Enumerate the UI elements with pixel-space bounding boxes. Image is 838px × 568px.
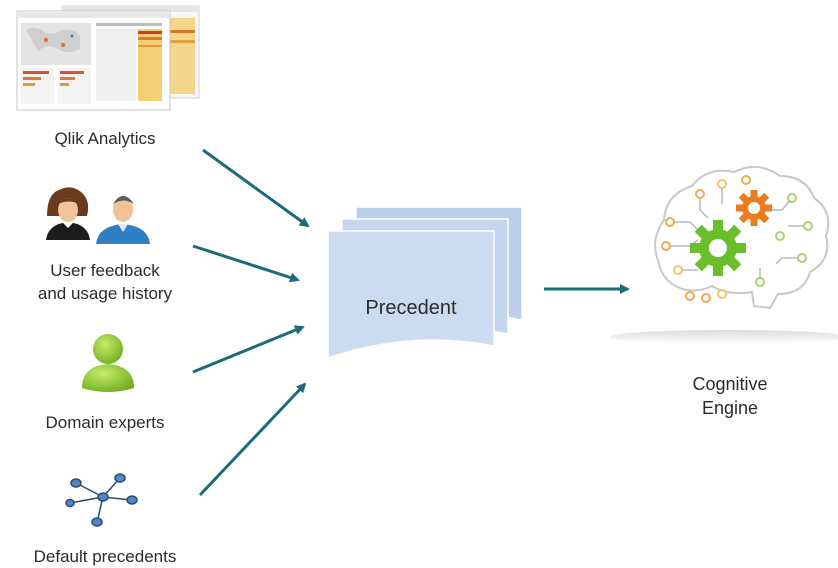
arrow-domain	[192, 325, 305, 374]
network-graph-icon	[65, 473, 138, 527]
brain-gears-icon	[610, 165, 838, 344]
cognitive-engine-label: Cognitive Engine	[692, 374, 768, 418]
arrow-default	[198, 382, 307, 497]
arrow-qlik	[202, 148, 310, 228]
source-arrows	[192, 148, 310, 497]
source-label-user-feedback: User feedback and usage history	[37, 261, 173, 303]
arrow-user	[192, 244, 300, 283]
precedent-label: Precedent	[365, 297, 457, 319]
source-label-qlik-analytics: Qlik Analytics	[54, 129, 156, 148]
document-stack-icon: Precedent	[327, 206, 523, 360]
users-icon	[46, 187, 150, 244]
person-icon	[82, 334, 134, 392]
source-label-default-precedents: Default precedents	[33, 547, 177, 566]
source-label-domain-experts: Domain experts	[45, 413, 165, 432]
dashboard-screenshot-icon	[16, 5, 200, 111]
